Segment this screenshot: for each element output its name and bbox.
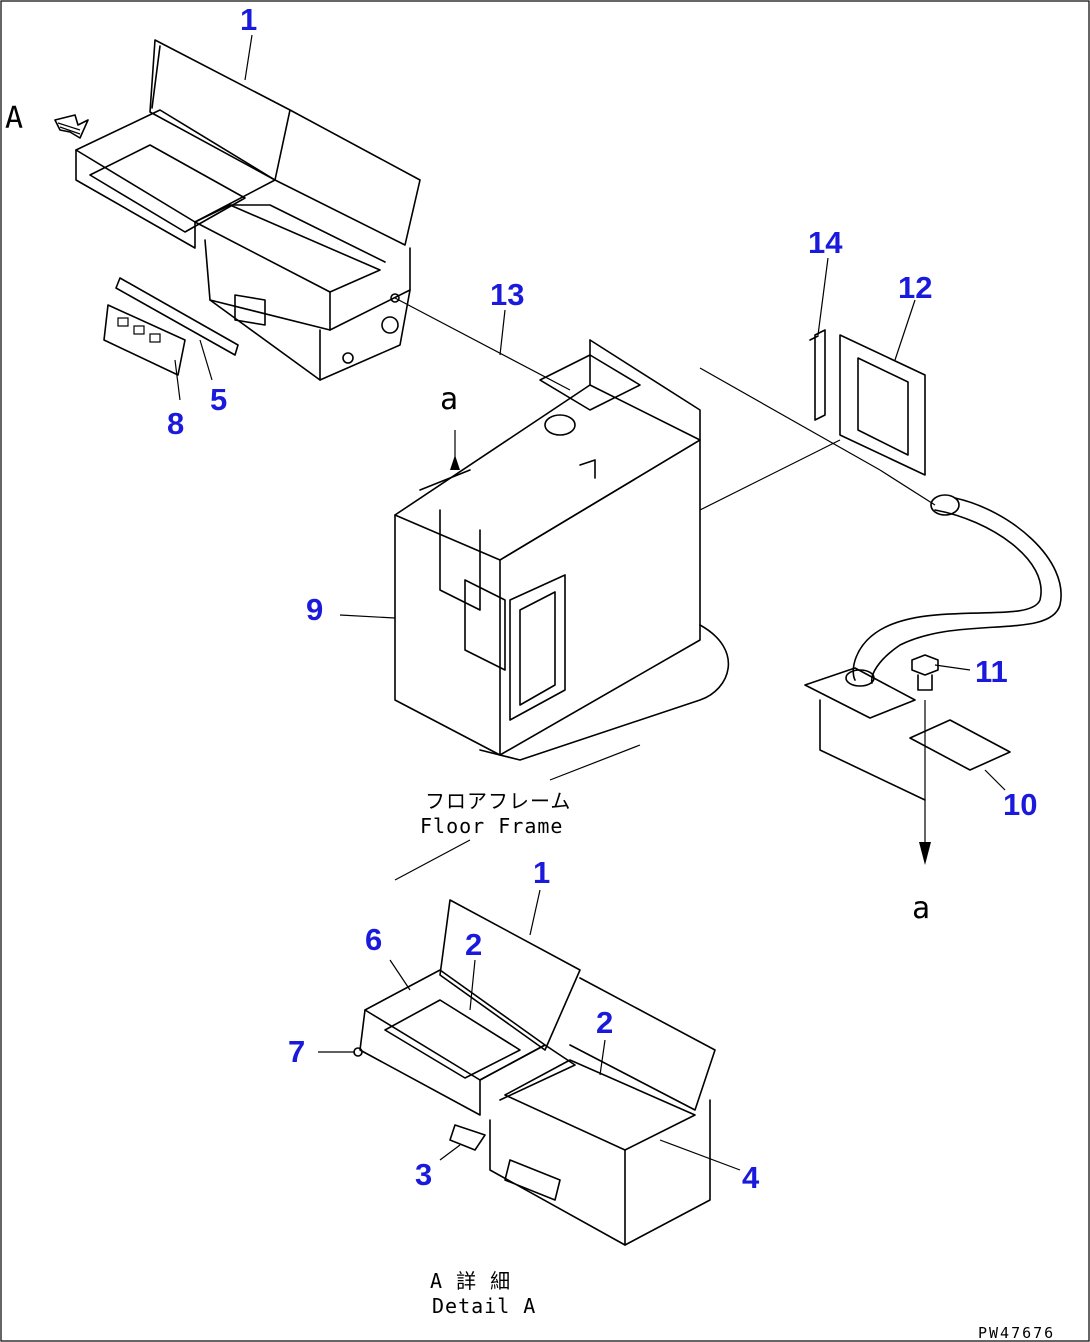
leader-lines <box>174 34 1006 1171</box>
callout-5: 5 <box>210 382 227 417</box>
callout-2-left: 2 <box>465 927 482 962</box>
connector-arrow <box>919 700 931 865</box>
detail-en-label: Detail A <box>432 1294 536 1318</box>
hose-assembly <box>845 494 1062 687</box>
callout-11: 11 <box>975 654 1008 689</box>
callout-8: 8 <box>167 406 184 441</box>
floor-frame-jp-label: フロアフレーム <box>425 789 571 813</box>
connector-label-top: a <box>440 382 458 417</box>
callout-6: 6 <box>365 922 382 957</box>
callout-1-top: 1 <box>240 2 257 37</box>
callout-9: 9 <box>306 592 323 627</box>
view-a-arrow-icon <box>54 114 89 139</box>
plate-10 <box>909 719 1011 771</box>
callout-7: 7 <box>288 1034 305 1069</box>
drawing-code: PW47676 <box>978 1324 1055 1342</box>
view-a-label: A <box>5 101 23 136</box>
flange-12 <box>839 334 926 476</box>
bolt-11 <box>911 654 939 691</box>
callout-3: 3 <box>415 1157 432 1192</box>
callout-12: 12 <box>898 270 932 305</box>
heater-unit <box>394 339 730 761</box>
detail-jp-label: A 詳 細 <box>430 1269 511 1293</box>
callout-1-bottom: 1 <box>533 855 550 890</box>
detail-a-assembly <box>353 899 716 1246</box>
callout-2-right: 2 <box>596 1005 613 1040</box>
connector-label-bottom: a <box>912 891 930 926</box>
gasket-14 <box>809 329 826 421</box>
bracket-box <box>804 667 926 801</box>
top-duct-assembly <box>54 39 421 381</box>
connector-arrow-a-top <box>450 455 460 470</box>
callout-10: 10 <box>1003 787 1037 822</box>
callout-4: 4 <box>742 1160 760 1195</box>
callout-13: 13 <box>490 277 524 312</box>
floor-frame-en-label: Floor Frame <box>420 814 563 838</box>
callout-14: 14 <box>808 225 843 260</box>
